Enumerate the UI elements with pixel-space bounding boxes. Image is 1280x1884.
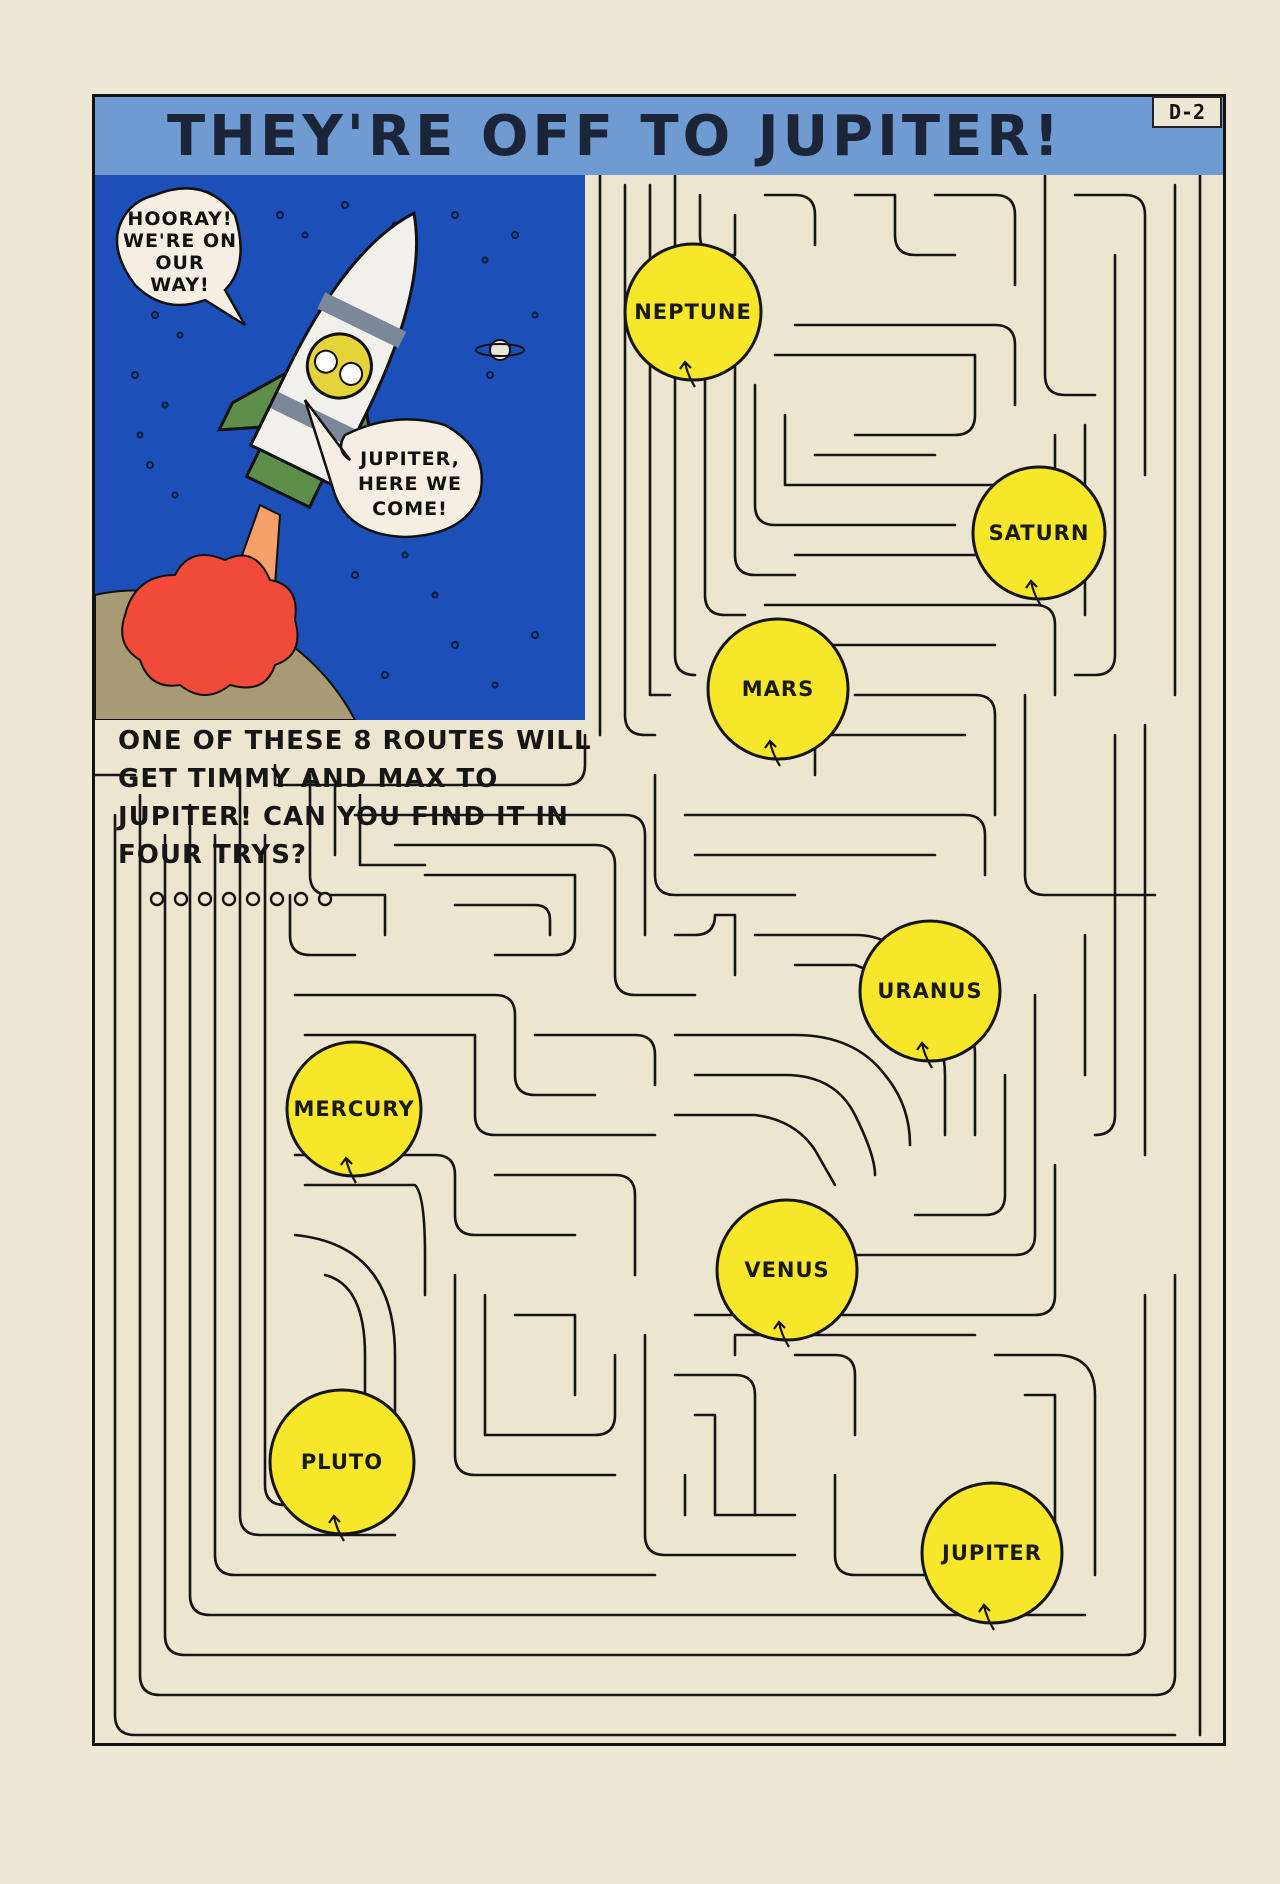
saturn-doodle-icon [475,339,525,361]
planet-mars[interactable]: MARS [706,617,850,767]
entry-arrow-icon [340,1156,357,1184]
bubble-line: OUR [155,252,204,274]
start-point-1[interactable] [149,891,165,907]
planet-disc [623,242,763,382]
start-point-5[interactable] [245,891,261,907]
planet-saturn[interactable]: SATURN [971,465,1107,607]
maze[interactable]: NEPTUNE SATURN MARS URANUS MERCURY VENUS PLUTO… [93,173,1223,1743]
start-points [149,891,333,907]
entry-arrow-icon [978,1603,995,1631]
entry-arrow-icon [1025,579,1042,607]
planet-disc [920,1481,1064,1625]
planet-disc [285,1040,423,1178]
start-point-8[interactable] [317,891,333,907]
planet-disc [268,1388,416,1536]
planet-mercury[interactable]: MERCURY [285,1040,423,1184]
start-point-2[interactable] [173,891,189,907]
planet-pluto[interactable]: PLUTO [268,1388,416,1542]
page-code-label: D-2 [1152,96,1222,128]
planet-label: MARS [742,677,814,701]
bubble-line: WE'RE ON [123,230,237,252]
bubble-line: HERE WE [358,473,462,495]
planet-label: JUPITER [940,1541,1042,1565]
start-point-7[interactable] [293,891,309,907]
entry-arrow-icon [328,1514,345,1542]
planet-jupiter[interactable]: JUPITER [920,1481,1064,1631]
maze-area: NEPTUNE SATURN MARS URANUS MERCURY VENUS PLUTO… [93,173,1223,1743]
bubble-line: HOORAY! [127,208,232,230]
rocket-illustration: HOORAY! WE'RE ON OUR WAY! JUPITER, HERE … [95,175,585,720]
planet-label: NEPTUNE [634,300,752,324]
planet-neptune[interactable]: NEPTUNE [623,242,763,388]
planet-disc [706,617,850,761]
speech-bubble-hooray: HOORAY! WE'RE ON OUR WAY! [115,187,247,327]
planet-label: VENUS [744,1258,829,1282]
page-title: THEY'RE OFF TO JUPITER! [166,104,1064,169]
planet-venus[interactable]: VENUS [715,1198,859,1348]
planet-disc [971,465,1107,601]
bubble-line: WAY! [150,274,209,296]
entry-arrow-icon [764,739,781,767]
entry-arrow-icon [679,360,696,388]
rocket-icon [216,210,419,510]
title-band [95,97,1223,175]
planet-uranus[interactable]: URANUS [858,919,1002,1069]
planets: NEPTUNE SATURN MARS URANUS MERCURY VENUS PLUTO… [268,242,1107,1631]
planet-label: SATURN [989,521,1090,545]
planet-disc [858,919,1002,1063]
comic-panel: HOORAY! WE'RE ON OUR WAY! JUPITER, HERE … [95,175,585,720]
entry-arrow-icon [773,1320,790,1348]
planet-label: MERCURY [293,1097,414,1121]
bubble-line: COME! [372,498,448,520]
speech-bubble-jupiter: JUPITER, HERE WE COME! [303,399,484,539]
planet-disc [715,1198,859,1342]
start-point-4[interactable] [221,891,237,907]
planet-label: URANUS [877,979,982,1003]
maze-instructions: ONE OF THESE 8 ROUTES WILL GET TIMMY AND… [118,726,592,870]
rocket-flame-icon [121,503,299,696]
start-point-3[interactable] [197,891,213,907]
start-point-6[interactable] [269,891,285,907]
entry-arrow-icon [916,1041,933,1069]
bubble-line: JUPITER, [358,448,460,470]
planet-label: PLUTO [301,1450,383,1474]
